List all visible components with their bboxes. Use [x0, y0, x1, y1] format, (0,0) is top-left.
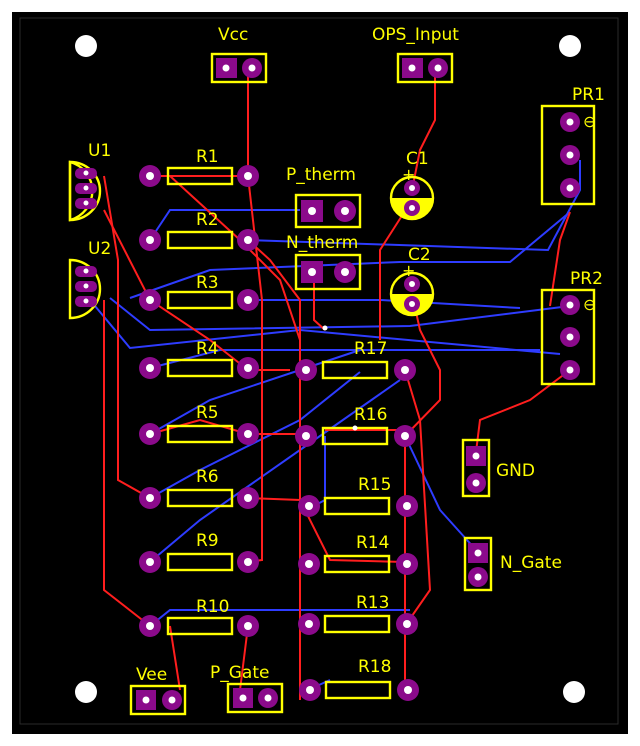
label-u1: U1	[88, 141, 111, 161]
label-vee: Vee	[136, 665, 167, 685]
label-vcc: Vcc	[218, 25, 248, 45]
label-gnd: GND	[496, 461, 535, 481]
label-u2: U2	[88, 239, 111, 259]
label-r13: R13	[356, 593, 389, 613]
label-pr1: PR1	[572, 85, 605, 105]
pr2-wiper-marker: ⊖	[583, 295, 596, 314]
label-r14: R14	[356, 533, 389, 553]
label-pr2: PR2	[570, 269, 603, 289]
label-r4: R4	[196, 339, 219, 359]
label-r9: R9	[196, 531, 219, 551]
label-n-therm: N_therm	[286, 233, 358, 253]
label-p-gate: P_Gate	[210, 663, 269, 683]
label-c1: C1	[406, 149, 429, 169]
label-ops-input: OPS_Input	[372, 25, 459, 45]
label-n-gate: N_Gate	[500, 553, 562, 573]
mount-hole-top-left	[75, 35, 97, 57]
label-p-therm: P_therm	[286, 165, 356, 185]
board-outline	[19, 17, 619, 725]
label-r2: R2	[196, 210, 219, 230]
label-c2: C2	[408, 245, 431, 265]
label-r10: R10	[196, 597, 229, 617]
mount-hole-top-right	[559, 35, 581, 57]
label-c1-plus: +	[402, 165, 415, 184]
board-substrate	[12, 12, 628, 734]
mount-hole-bottom-right	[563, 681, 585, 703]
label-r17: R17	[354, 339, 387, 359]
label-r5: R5	[196, 403, 219, 423]
pads	[75, 58, 580, 710]
label-r16: R16	[354, 405, 387, 425]
mount-hole-bottom-left	[75, 681, 97, 703]
label-r3: R3	[196, 273, 219, 293]
label-c2-plus: +	[402, 261, 415, 280]
label-r18: R18	[358, 657, 391, 677]
label-r15: R15	[358, 475, 391, 495]
silkscreen-labels: Vcc OPS_Input PR1 PR2 U1 U2 C1 C2 + + P_…	[88, 25, 605, 685]
silkscreen	[68, 52, 596, 716]
label-r6: R6	[196, 467, 219, 487]
label-r1: R1	[196, 147, 219, 167]
pr1-wiper-marker: ⊖	[583, 112, 596, 131]
